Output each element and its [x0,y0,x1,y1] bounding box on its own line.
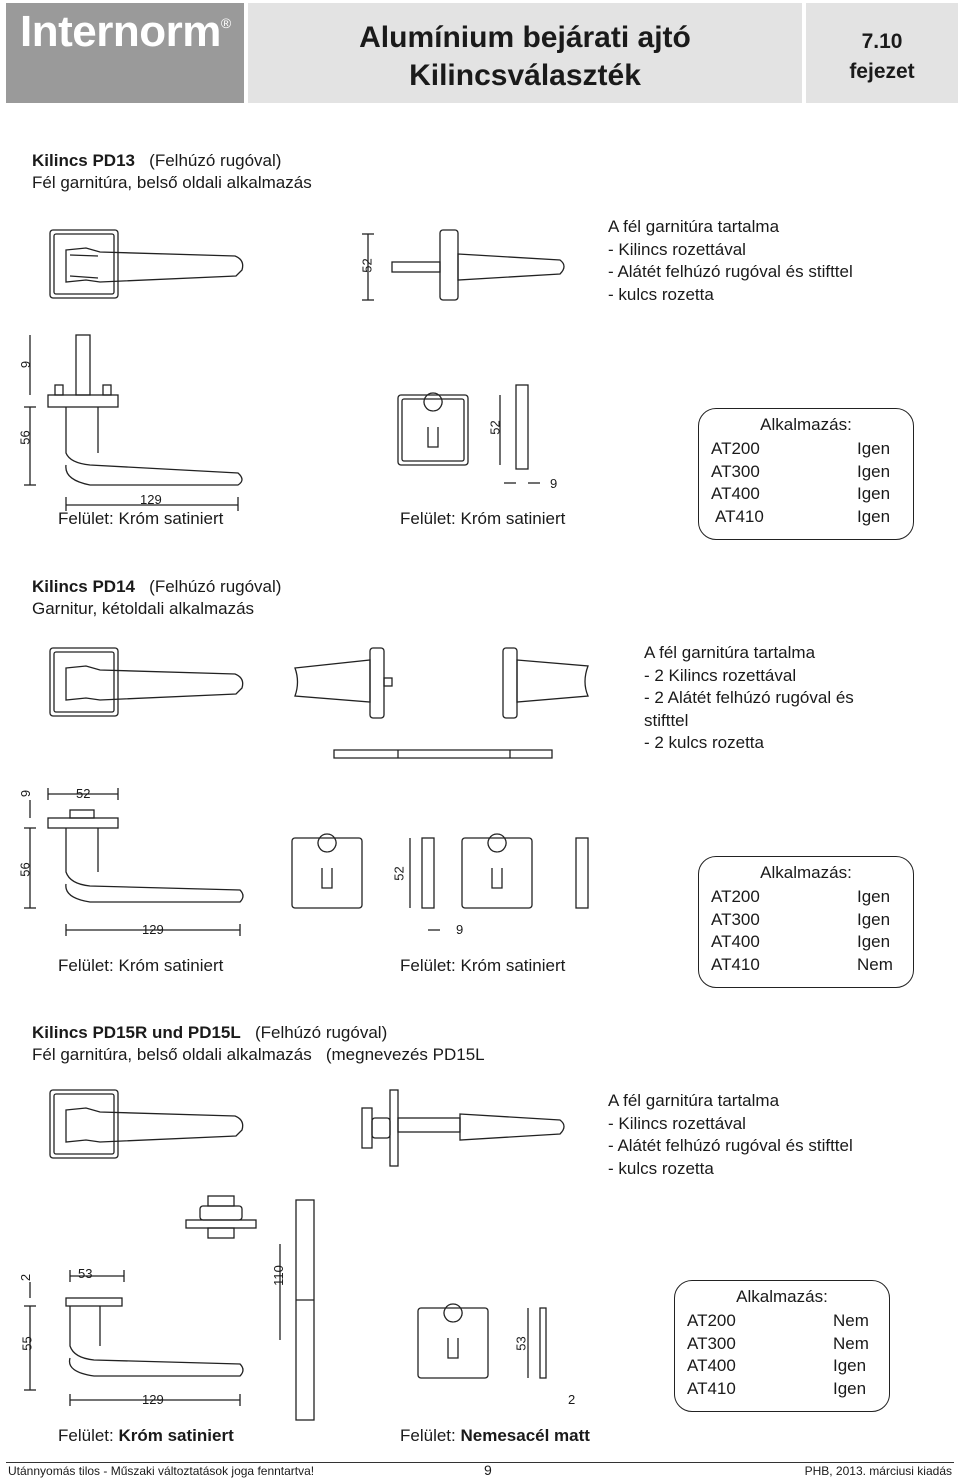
pd14-dim-length: 129 [142,922,164,937]
pd14-dim-plate-th: 9 [456,922,464,937]
pd15-dim-length: 129 [142,1392,164,1407]
title-panel: Alumínium bejárati ajtó Kilincsválaszték [248,3,802,103]
section-pd13-subtitle: Fél garnitúra, belső oldali alkalmazás [32,173,312,192]
pd15-dim-pin: 2 [18,1273,34,1282]
pd15-dim-spindle: 110 [270,1265,286,1286]
pd13-surface-right: Felület: Króm satiniert [400,509,566,528]
internorm-logo: Internorm® [20,7,231,56]
pd14-dim-rose: 56 [17,862,33,877]
section-pd13-title: Kilincs PD13 (Felhúzó rugóval) [32,151,282,170]
pd15-dim-width: 53 [78,1266,93,1281]
pd15-surface-right: Felület: Nemesacél matt [400,1426,590,1445]
pd14-surface-right: Felület: Króm satiniert [400,956,566,975]
pd13-dim-height: 52 [359,258,375,273]
footer-copyright: Utánnyomás tilos - Műszaki változtatások… [8,1464,315,1478]
pd13-dim-plate: 52 [487,420,503,435]
pd13-top-drawing [49,229,565,301]
pd14-detail-drawing [24,788,589,936]
pd13-dim-plate-th: 9 [550,476,558,491]
pd13-dim-pin: 9 [18,360,34,369]
pd15-dim-plate-th: 2 [568,1392,576,1407]
section-pd15-title: Kilincs PD15R und PD15L (Felhúzó rugóval… [32,1023,388,1042]
pd13-detail-drawing [24,334,540,511]
chapter-label: 7.10 fejezet [849,30,915,83]
pd13-dim-length: 129 [140,492,162,507]
pd15-dim-rose: 55 [19,1336,35,1351]
pd13-surface-left: Felület: Króm satiniert [58,509,224,528]
pd14-contents: A fél garnitúra tartalma - 2 Kilincs roz… [644,643,854,752]
section-pd15-subtitle: Fél garnitúra, belső oldali alkalmazás (… [32,1045,485,1064]
section-pd14-subtitle: Garnitur, kétoldali alkalmazás [32,599,255,618]
page-header: Internorm® Alumínium bejárati ajtó Kilin… [6,3,958,103]
pd15-surface-left: Felület: Króm satiniert [58,1426,234,1445]
section-pd14-title: Kilincs PD14 (Felhúzó rugóval) [32,577,282,596]
pd14-dim-plate: 52 [391,866,407,881]
footer-edition: PHB, 2013. márciusi kiadás [804,1464,952,1478]
pd14-surface-left: Felület: Króm satiniert [58,956,224,975]
chapter-panel: 7.10 fejezet [806,3,958,103]
pd14-dim-width: 52 [76,786,91,801]
pd15-dim-plate: 53 [513,1336,529,1351]
footer-divider [6,1462,954,1463]
pd13-dim-rose: 56 [17,430,33,445]
pd15-top-drawing [49,1089,565,1421]
pd14-dim-pin: 9 [18,789,34,798]
page-title: Alumínium bejárati ajtó Kilincsválaszték [359,21,691,92]
pd13-contents: A fél garnitúra tartalma - Kilincs rozet… [608,217,853,304]
logo-panel: Internorm® [6,3,244,103]
pd14-top-drawing [49,647,589,759]
footer-page-number: 9 [484,1462,492,1478]
pd15-contents: A fél garnitúra tartalma - Kilincs rozet… [608,1091,853,1178]
pd15-detail-drawing [24,1244,547,1406]
